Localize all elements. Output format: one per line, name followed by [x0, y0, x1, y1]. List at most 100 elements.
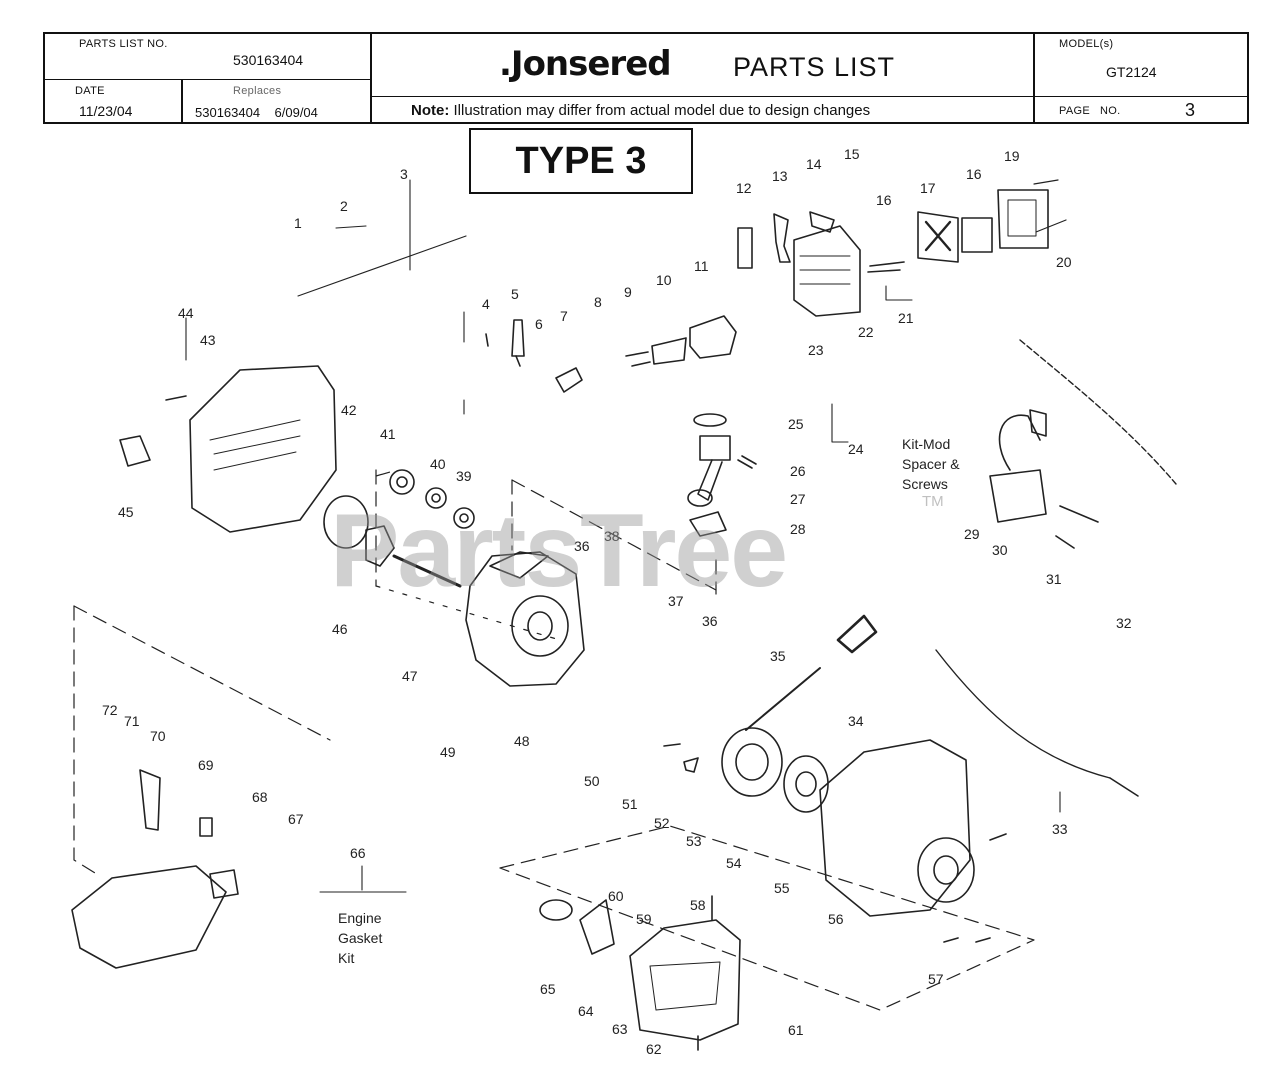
cylinder-shroud: [119, 365, 337, 533]
kit-mod-line-2: Spacer &: [902, 456, 960, 472]
callout-59: 59: [636, 911, 652, 927]
callout-27: 27: [790, 491, 806, 507]
callout-31: 31: [1046, 571, 1062, 587]
model-label: MODEL(s): [1059, 38, 1114, 50]
note-prefix: Note:: [411, 102, 450, 119]
callout-28: 28: [790, 521, 806, 537]
muffler: [71, 769, 239, 969]
callout-11: 11: [694, 258, 709, 274]
callout-48: 48: [514, 733, 530, 749]
parts-list-title: PARTS LIST: [733, 52, 896, 82]
callout-8: 8: [594, 294, 602, 310]
type-label: TYPE 3: [469, 128, 693, 194]
callout-20: 20: [1056, 254, 1072, 270]
callout-9: 9: [624, 284, 632, 300]
spark-plug: [485, 319, 583, 393]
assembly-dashed-lines: [73, 469, 1035, 1011]
callout-39: 39: [456, 468, 472, 484]
starter-assembly: [663, 614, 878, 813]
callout-36: 36: [702, 613, 718, 629]
callout-25: 25: [788, 416, 804, 432]
callout-38: 38: [604, 528, 620, 544]
ignition-coil: [989, 409, 1099, 549]
callout-37: 37: [668, 593, 684, 609]
parts-list-no-label: PARTS LIST NO.: [79, 38, 168, 50]
replaces-label: Replaces: [233, 85, 282, 97]
callout-17: 17: [920, 180, 936, 196]
callout-15: 15: [844, 146, 860, 162]
kit-mod-line-3: Screws: [902, 476, 948, 492]
header-divider: [45, 79, 371, 80]
callout-1: 1: [294, 215, 302, 231]
page-label: PAGE NO.: [1059, 105, 1121, 117]
callout-43: 43: [200, 332, 216, 348]
engine-gasket-kit-label: Engine Gasket Kit: [338, 908, 382, 968]
partstree-watermark: PartsTree: [330, 493, 788, 609]
air-filter-cover: [737, 179, 1067, 317]
callout-35: 35: [770, 648, 786, 664]
bearings: [323, 469, 475, 549]
callout-55: 55: [774, 880, 790, 896]
callout-68: 68: [252, 789, 268, 805]
design-note: Note: Illustration may differ from actua…: [411, 102, 870, 119]
parts-list-no: 530163404: [233, 52, 304, 68]
callout-3: 3: [400, 166, 408, 182]
kit-mod-label: Kit-Mod Spacer & Screws: [902, 434, 960, 494]
callout-29: 29: [964, 526, 980, 542]
callout-57: 57: [928, 971, 944, 987]
callout-50: 50: [584, 773, 600, 789]
callout-47: 47: [402, 668, 418, 684]
header-divider: [371, 96, 1033, 97]
callout-58: 58: [690, 897, 706, 913]
page-number: 3: [1185, 100, 1196, 120]
engine-gasket-line-3: Kit: [338, 950, 355, 966]
callout-53: 53: [686, 833, 702, 849]
callout-61: 61: [788, 1022, 804, 1038]
callout-60: 60: [608, 888, 624, 904]
callout-69: 69: [198, 757, 214, 773]
header-divider: [181, 79, 183, 122]
callout-30: 30: [992, 542, 1008, 558]
callout-16: 16: [876, 192, 892, 208]
callout-42: 42: [341, 402, 357, 418]
callout-70: 70: [150, 728, 166, 744]
callout-6: 6: [535, 316, 543, 332]
callout-2: 2: [340, 198, 348, 214]
starter-housing: [819, 739, 1007, 943]
jonsered-logo: .Jonsered: [499, 44, 672, 84]
note-text: Illustration may differ from actual mode…: [453, 102, 871, 119]
callout-24: 24: [848, 441, 864, 457]
callout-5: 5: [511, 286, 519, 302]
callout-14: 14: [806, 156, 822, 172]
replaces-value: 530163404 6/09/04: [195, 105, 318, 120]
callout-7: 7: [560, 308, 568, 324]
trademark-symbol: TM: [922, 493, 944, 510]
callout-32: 32: [1116, 615, 1132, 631]
model-value: GT2124: [1106, 64, 1157, 80]
callout-56: 56: [828, 911, 844, 927]
kit-mod-line-1: Kit-Mod: [902, 436, 951, 452]
callout-54: 54: [726, 855, 742, 871]
callout-65: 65: [540, 981, 556, 997]
callout-36b: 36: [574, 538, 590, 554]
engine-gasket-line-2: Gasket: [338, 930, 383, 946]
callout-22: 22: [858, 324, 874, 340]
leader-lines: [185, 179, 1061, 893]
header-divider: [370, 34, 372, 122]
callout-51: 51: [622, 796, 638, 812]
callout-62: 62: [646, 1041, 662, 1057]
date-label: DATE: [75, 85, 105, 97]
callout-4: 4: [482, 296, 490, 312]
callout-67: 67: [288, 811, 304, 827]
callout-26: 26: [790, 463, 806, 479]
date-value: 11/23/04: [79, 103, 133, 119]
callout-64: 64: [578, 1003, 594, 1019]
callout-72: 72: [102, 702, 118, 718]
throttle-cable: [935, 339, 1177, 797]
callout-40: 40: [430, 456, 446, 472]
fuel-tank: [629, 895, 741, 1051]
callout-41: 41: [380, 426, 396, 442]
callout-23: 23: [808, 342, 824, 358]
header-divider: [1033, 34, 1035, 122]
callout-21: 21: [898, 310, 914, 326]
